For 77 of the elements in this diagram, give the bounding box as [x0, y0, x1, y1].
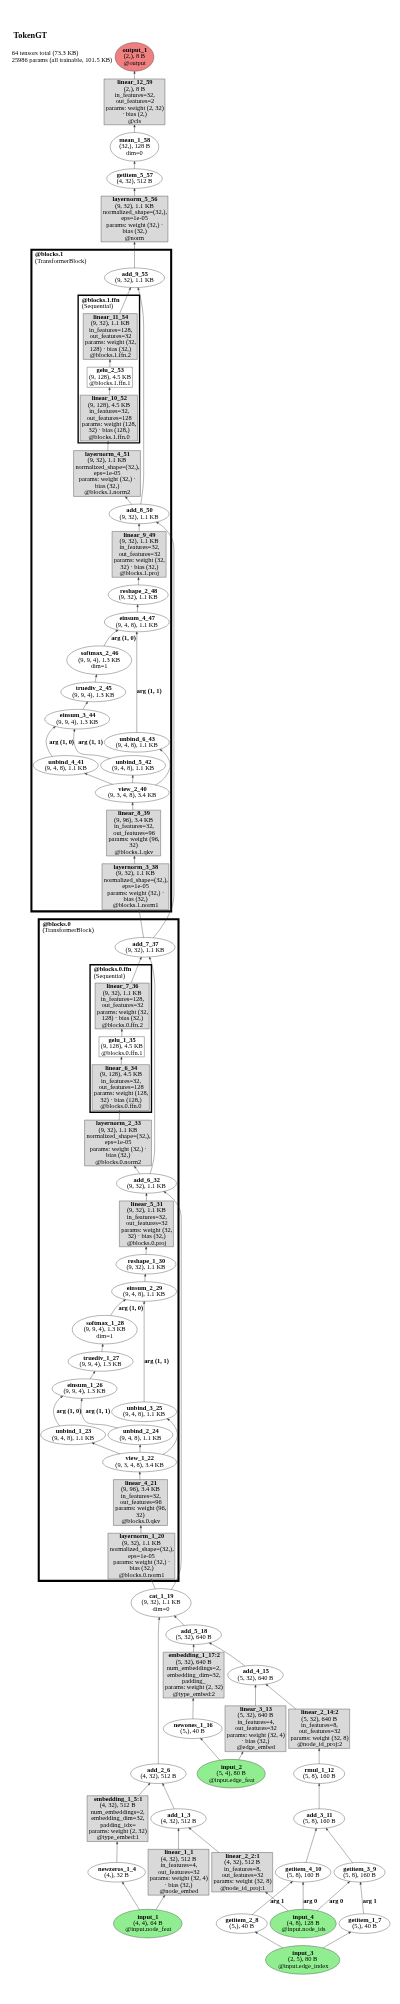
arrow — [120, 1056, 123, 1065]
arrow — [138, 1471, 141, 1480]
arrow — [251, 1881, 293, 1915]
arrow — [150, 1578, 156, 1589]
arrow — [255, 1931, 283, 1949]
arrow — [254, 1684, 257, 1706]
arrow — [119, 287, 131, 314]
arrow — [122, 1881, 140, 1910]
arrow — [318, 1748, 321, 1765]
arrow — [192, 1644, 195, 1653]
arrow — [155, 749, 171, 786]
arrow — [120, 1028, 123, 1037]
arrow — [145, 1192, 148, 1202]
arrow — [138, 1782, 151, 1796]
arrow — [110, 1299, 126, 1316]
arrow — [125, 496, 132, 505]
arrow — [133, 161, 136, 169]
arrow — [318, 1783, 321, 1809]
arrow — [238, 1751, 244, 1760]
arrow — [133, 241, 136, 269]
arrow — [162, 1783, 175, 1809]
arrow — [139, 1444, 142, 1453]
arrow — [145, 1246, 148, 1255]
arrow — [131, 775, 134, 783]
arrow — [91, 1442, 120, 1454]
arrow — [158, 1617, 161, 1765]
arrow — [149, 956, 156, 1174]
arrow — [116, 1841, 119, 1863]
arrow — [130, 956, 142, 984]
arrow — [80, 1398, 118, 1429]
arrow — [200, 1737, 220, 1761]
arrow — [138, 523, 141, 532]
arrow — [133, 71, 136, 80]
arrow — [162, 1418, 178, 1455]
arrow — [265, 1891, 289, 1911]
arrow — [305, 1828, 317, 1863]
arrow — [209, 1642, 246, 1667]
arrow — [153, 521, 175, 938]
arrow — [325, 1827, 353, 1864]
arrow — [108, 387, 111, 396]
arrow — [163, 1191, 182, 1590]
arrow — [265, 1683, 296, 1710]
arrow — [155, 1895, 165, 1910]
arrow — [45, 726, 56, 757]
arrow — [136, 604, 139, 613]
arrow — [84, 773, 113, 785]
arrow — [101, 1343, 104, 1352]
arrow — [192, 1697, 195, 1720]
arrow — [82, 701, 88, 710]
arrow — [133, 124, 136, 133]
arrow — [316, 1881, 350, 1911]
diagram-title: TokenGT — [13, 30, 48, 40]
arrow — [118, 1110, 121, 1121]
arrow — [133, 188, 136, 197]
arrow — [322, 1931, 352, 1949]
arrow — [143, 1301, 146, 1403]
arrow — [359, 1881, 364, 1914]
arrow — [107, 440, 109, 451]
arrow — [174, 1615, 185, 1626]
arrow — [135, 631, 138, 733]
arrow — [133, 855, 136, 864]
arrow — [137, 287, 144, 505]
arrow — [134, 1165, 140, 1174]
arrow — [108, 359, 111, 368]
arrow — [53, 1395, 64, 1427]
arrow — [94, 674, 98, 683]
arrow — [177, 1828, 180, 1850]
arrow — [139, 1525, 142, 1534]
arrow — [138, 909, 144, 938]
arrow — [90, 1370, 96, 1380]
arrow — [131, 802, 134, 811]
arrow — [144, 1273, 147, 1282]
arrow — [73, 728, 111, 759]
arrow — [103, 629, 119, 647]
arrow — [188, 1827, 219, 1853]
arrow — [302, 1881, 305, 1910]
arrow — [137, 577, 140, 586]
